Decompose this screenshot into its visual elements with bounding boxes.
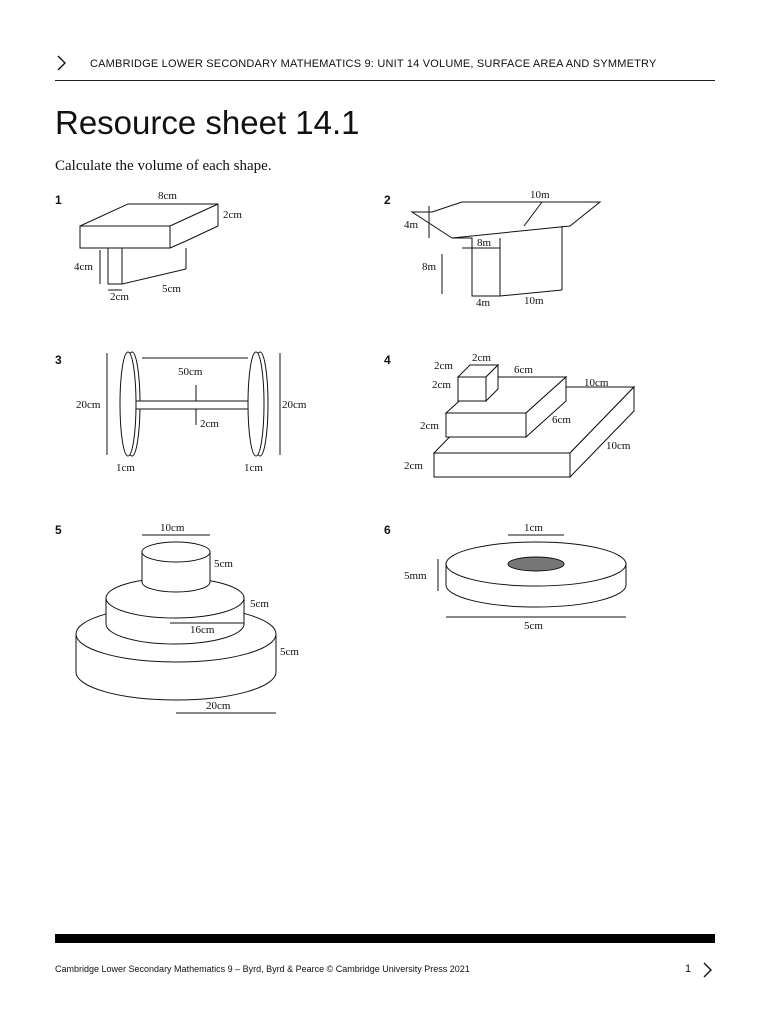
question-number-5: 5 — [55, 523, 62, 537]
label-2-top-depth: 4m — [404, 219, 419, 231]
label-2-top-length: 10m — [530, 189, 550, 201]
figure-1-t-prism: 8cm 2cm 4cm 2cm 5cm — [74, 190, 242, 303]
question-number-3: 3 — [55, 353, 62, 367]
label-3-left-thickness: 1cm — [116, 462, 135, 474]
label-4-mid-depth: 6cm — [552, 414, 571, 426]
label-1-stem-width: 2cm — [110, 291, 129, 303]
chevron-right-icon[interactable] — [702, 961, 714, 979]
chevron-right-icon — [57, 55, 66, 71]
page-header: CAMBRIDGE LOWER SECONDARY MATHEMATICS 9:… — [55, 52, 715, 81]
label-6-hole-diameter: 1cm — [524, 522, 543, 534]
footer-bar — [55, 934, 715, 943]
label-4-base-length: 10cm — [584, 377, 609, 389]
label-4-base-height: 2cm — [404, 460, 423, 472]
label-2-stem-height: 8m — [422, 261, 437, 273]
label-1-length: 8cm — [158, 190, 177, 202]
label-2-top-width: 8m — [477, 237, 492, 249]
label-3-right-thickness: 1cm — [244, 462, 263, 474]
label-1-height-top: 2cm — [223, 209, 242, 221]
label-5-mid-radius: 16cm — [190, 624, 215, 636]
label-5-top-diameter: 10cm — [160, 522, 185, 534]
label-4-base-depth: 10cm — [606, 440, 631, 452]
label-2-stem-width: 4m — [476, 297, 491, 309]
label-3-left-diameter: 20cm — [76, 399, 101, 411]
question-number-4: 4 — [384, 353, 391, 367]
label-2-length: 10m — [524, 295, 544, 307]
label-4-mid-length: 6cm — [514, 364, 533, 376]
label-3-axle-length: 50cm — [178, 366, 203, 378]
label-6-outer-diameter: 5cm — [524, 620, 543, 632]
figure-6-washer: 1cm 5mm 5cm — [404, 522, 627, 632]
label-3-right-diameter: 20cm — [282, 399, 307, 411]
figure-5-stacked-cylinders: 10cm 5cm 5cm 16cm 5cm 20cm — [75, 522, 299, 714]
label-1-stem-height: 4cm — [74, 261, 93, 273]
label-1-depth: 5cm — [162, 283, 181, 295]
label-5-base-radius: 20cm — [206, 700, 231, 712]
page-number: 1 — [685, 963, 692, 975]
label-5-base-height: 5cm — [280, 646, 299, 658]
label-4-small-height: 2cm — [432, 379, 451, 391]
instruction-text: Calculate the volume of each shape. — [55, 158, 272, 174]
page-title: Resource sheet 14.1 — [55, 104, 360, 141]
label-4-small-depth: 2cm — [434, 360, 453, 372]
label-4-mid-height: 2cm — [420, 420, 439, 432]
header-title: CAMBRIDGE LOWER SECONDARY MATHEMATICS 9:… — [90, 58, 657, 70]
figure-3-axle-wheels: 50cm 20cm 20cm 2cm 1cm 1cm — [76, 351, 307, 474]
footer-copyright: Cambridge Lower Secondary Mathematics 9 … — [55, 964, 470, 974]
question-number-6: 6 — [384, 523, 391, 537]
label-3-axle-width: 2cm — [200, 418, 219, 430]
figure-4-stacked-cuboids: 2cm 2cm 2cm 6cm 10cm 2cm 6cm 10cm 2cm — [404, 352, 636, 479]
question-number-2: 2 — [384, 193, 391, 207]
label-4-small-length: 2cm — [472, 352, 491, 364]
figure-2-trough-prism: 10m 4m 8m 8m 4m 10m — [404, 189, 602, 309]
label-5-mid-height: 5cm — [250, 598, 269, 610]
question-number-1: 1 — [55, 193, 62, 207]
label-6-thickness: 5mm — [404, 570, 427, 582]
label-5-top-height: 5cm — [214, 558, 233, 570]
